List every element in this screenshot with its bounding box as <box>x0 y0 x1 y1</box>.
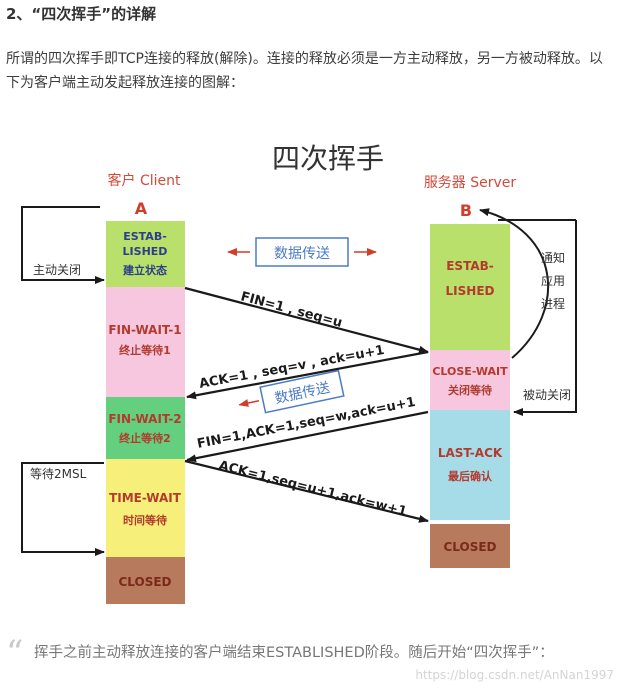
msg-fin1-arrow <box>184 286 429 354</box>
passive-close-label: 被动关闭 <box>523 388 571 402</box>
client-state-fin-wait-1 <box>106 287 185 397</box>
watermark: https://blog.csdn.net/AnNan1997 <box>415 668 614 682</box>
msg-ack1-arrow <box>186 350 429 400</box>
server-state-label: 最后确认 <box>448 469 493 483</box>
server-state-label: CLOSED <box>443 540 496 554</box>
client-state-label: ESTAB- <box>123 230 167 243</box>
client-state-established <box>106 221 185 287</box>
server-state-label: LAST-ACK <box>438 446 503 460</box>
server-state-close-wait <box>430 350 510 410</box>
four-way-handshake-diagram: 四次挥手 客户 Client 服务器 Server A B ESTAB- LIS… <box>0 120 624 630</box>
client-state-label: FIN-WAIT-2 <box>108 412 181 426</box>
wait-2msl-label: 等待2MSL <box>30 467 87 481</box>
client-state-time-wait <box>106 459 185 557</box>
server-state-label: 关闭等待 <box>448 383 492 397</box>
notify-app-label: 应用 <box>541 273 565 288</box>
client-state-label: 终止等待1 <box>119 343 171 357</box>
msg-ack2-label: ACK=1,seq=u+1,ack=w+1 <box>217 458 408 519</box>
notify-app-label: 通知 <box>541 251 565 265</box>
server-state-last-ack <box>430 410 510 520</box>
client-state-label: 建立状态 <box>123 263 167 277</box>
server-state-label: CLOSE-WAIT <box>432 365 508 378</box>
client-state-label: CLOSED <box>118 575 171 589</box>
quote-mark-icon: “ <box>6 633 24 673</box>
server-label: 服务器 Server <box>424 175 517 191</box>
intro-paragraph: 所谓的四次挥手即TCP连接的释放(解除)。连接的释放必须是一方主动释放，另一方被… <box>6 51 603 91</box>
blockquote: “ 挥手之前主动释放连接的客户端结束ESTABLISHED阶段。随后开始“四次挥… <box>0 636 624 694</box>
data-transfer-arrow-2 <box>238 399 260 407</box>
wait-2msl-path <box>21 462 105 556</box>
client-state-label: TIME-WAIT <box>109 491 182 505</box>
server-state-label: ESTAB- <box>446 259 494 273</box>
notify-app-label: 进程 <box>541 296 565 311</box>
active-close-path <box>21 206 105 284</box>
diagram-title: 四次挥手 <box>272 142 384 175</box>
server-state-label: LISHED <box>446 284 495 298</box>
data-transfer-box-1 <box>255 237 349 267</box>
client-label: 客户 Client <box>108 172 181 189</box>
msg-fin2-arrow <box>186 410 429 463</box>
quote-text: 挥手之前主动释放连接的客户端结束ESTABLISHED阶段。随后开始“四次挥手”… <box>34 645 554 661</box>
client-state-label: 终止等待2 <box>119 431 171 445</box>
client-state-closed <box>106 557 185 604</box>
client-letter: A <box>135 199 148 218</box>
server-state-established <box>430 224 510 350</box>
client-state-label: FIN-WAIT-1 <box>108 323 181 337</box>
msg-ack2-arrow <box>184 459 429 523</box>
client-state-label: 时间等待 <box>123 513 167 527</box>
data-transfer-label-1: 数据传送 <box>274 246 330 262</box>
msg-fin1-label: FIN=1 , seq=u <box>239 289 344 331</box>
client-state-label: LISHED <box>123 245 168 258</box>
server-state-closed <box>430 524 510 568</box>
data-transfer-box-2 <box>259 369 345 414</box>
section-heading: 2、“四次挥手”的详解 <box>6 5 157 23</box>
active-close-label: 主动关闭 <box>33 263 81 277</box>
server-letter: B <box>460 201 472 220</box>
client-state-fin-wait-2 <box>106 397 185 459</box>
passive-close-path <box>513 220 577 416</box>
